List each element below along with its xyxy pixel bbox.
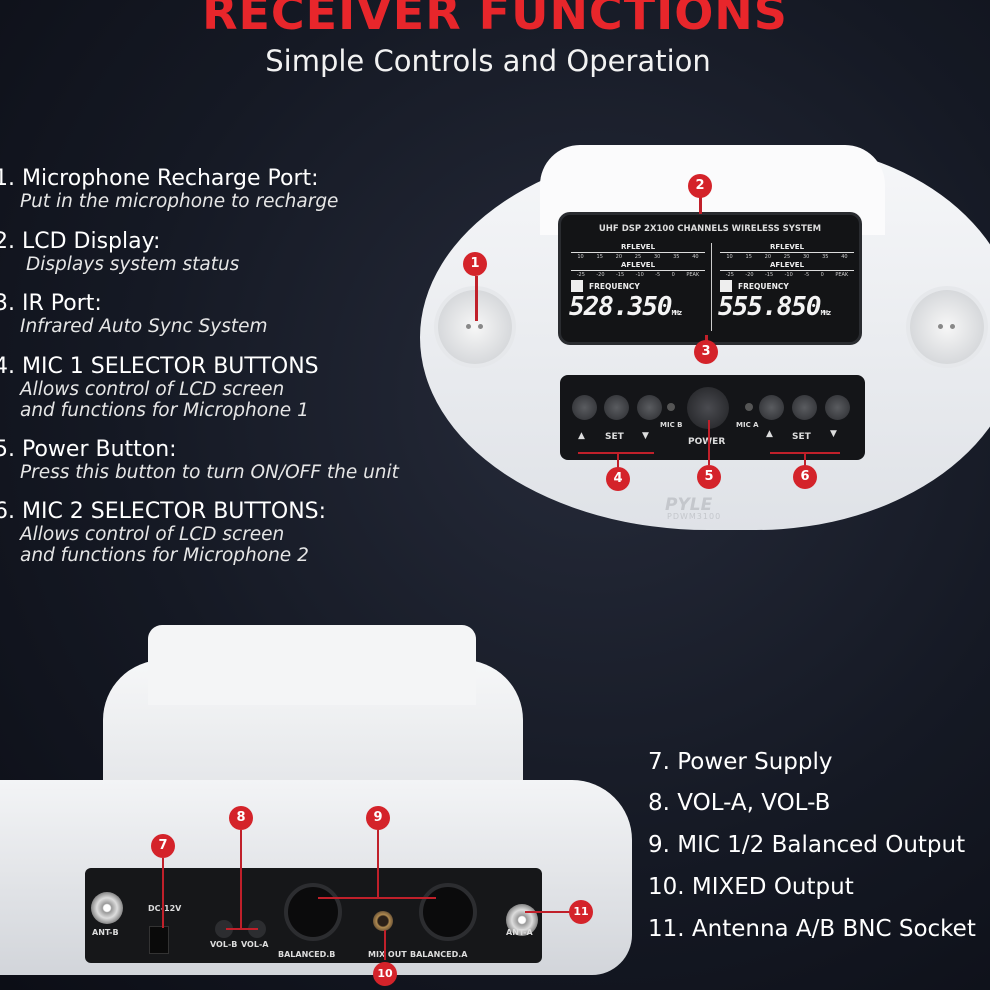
frequency-a: 528.350MHz (569, 292, 682, 322)
feature-item: 1. Microphone Recharge Port:Put in the m… (0, 166, 338, 212)
feature-item: 6. MIC 2 SELECTOR BUTTONS:Allows control… (0, 499, 326, 566)
feature-desc: and functions for Microphone 1 (20, 400, 309, 421)
callout-badge: 3 (694, 340, 718, 364)
mic-a-led (745, 403, 753, 411)
mic-b-led (667, 403, 675, 411)
feature-desc: and functions for Microphone 2 (20, 545, 309, 566)
receiver-rear-top (148, 625, 476, 705)
up-arrow-icon: ▲ (766, 429, 773, 439)
feature-title: 4. MIC 1 SELECTOR BUTTONS (0, 354, 319, 379)
rear-feature: 10. MIXED Output (648, 874, 854, 900)
button-panel: ▲ SET ▼ MIC B POWER MIC A ▲ SET ▼ (560, 375, 865, 460)
lcd-display: UHF DSP 2X100 CHANNELS WIRELESS SYSTEM R… (558, 212, 862, 345)
rf-level-label: RFLEVEL (720, 243, 854, 253)
callout-badge: 9 (366, 806, 390, 830)
rear-panel: ANT-B DC-12V VOL-B VOL-A BALANCED.B MIX … (85, 868, 542, 963)
rear-feature: 11. Antenna A/B BNC Socket (648, 916, 976, 942)
feature-desc: Displays system status (26, 254, 240, 275)
balanced-b-output[interactable] (284, 883, 342, 941)
dc-jack[interactable] (149, 926, 169, 954)
feature-item: 2. LCD Display:Displays system status (0, 229, 239, 275)
up-arrow-icon: ▲ (578, 431, 585, 441)
balanced-a-output[interactable] (419, 883, 477, 941)
callout-badge: 7 (151, 834, 175, 858)
feature-desc: Put in the microphone to recharge (20, 191, 339, 212)
set-label: SET (792, 432, 811, 442)
feature-desc: Infrared Auto Sync System (20, 316, 268, 337)
feature-title: 3. IR Port: (0, 291, 102, 316)
down-arrow-icon: ▼ (830, 429, 837, 439)
feature-desc: Allows control of LCD screen (20, 379, 285, 400)
vol-b-knob[interactable] (215, 920, 233, 938)
rear-feature: 8. VOL-A, VOL-B (648, 790, 831, 816)
mic1-up-button[interactable] (572, 395, 597, 420)
feature-title: 2. LCD Display: (0, 229, 161, 254)
callout-badge: 4 (606, 467, 630, 491)
rf-level-label: RFLEVEL (571, 243, 705, 253)
mic-b-label: MIC B (660, 421, 683, 429)
mix-out-label: MIX OUT (368, 950, 407, 959)
mic2-down-button[interactable] (825, 395, 850, 420)
page-title: RECEIVER FUNCTIONS (202, 0, 788, 40)
vol-a-label: VOL-A (241, 940, 269, 949)
af-level-label: AFLEVEL (571, 261, 705, 271)
frequency-label: FREQUENCY (571, 280, 711, 292)
recharge-port-right (910, 290, 984, 364)
callout-badge: 1 (463, 252, 487, 276)
callout-badge: 8 (229, 806, 253, 830)
callout-badge: 6 (793, 465, 817, 489)
model-label: PDWM3100 (667, 512, 722, 521)
ant-b-socket[interactable] (91, 892, 123, 924)
mic1-down-button[interactable] (637, 395, 662, 420)
feature-item: 5. Power Button:Press this button to tur… (0, 437, 399, 483)
feature-title: 1. Microphone Recharge Port: (0, 166, 319, 191)
mix-out-jack[interactable] (373, 911, 393, 931)
mic-a-label: MIC A (736, 421, 759, 429)
set-label: SET (605, 432, 624, 442)
mic1-set-button[interactable] (604, 395, 629, 420)
callout-badge: 5 (697, 465, 721, 489)
brand-logo: PYLE (665, 495, 713, 515)
lcd-header: UHF DSP 2X100 CHANNELS WIRELESS SYSTEM (598, 224, 822, 234)
ant-a-label: ANT-A (506, 928, 533, 937)
balanced-a-label: BALANCED.A (410, 950, 468, 959)
callout-badge: 10 (373, 962, 397, 986)
callout-badge: 2 (688, 174, 712, 198)
rear-feature: 9. MIC 1/2 Balanced Output (648, 832, 966, 858)
dc-label: DC-12V (148, 904, 182, 913)
feature-desc: Press this button to turn ON/OFF the uni… (20, 462, 399, 483)
down-arrow-icon: ▼ (642, 431, 649, 441)
vol-b-label: VOL-B (210, 940, 238, 949)
feature-desc: Allows control of LCD screen (20, 524, 285, 545)
feature-title: 5. Power Button: (0, 437, 177, 462)
balanced-b-label: BALANCED.B (278, 950, 336, 959)
callout-badge: 11 (569, 900, 593, 924)
power-label: POWER (688, 437, 726, 447)
mic2-set-button[interactable] (792, 395, 817, 420)
rear-feature: 7. Power Supply (648, 749, 833, 775)
frequency-label: FREQUENCY (720, 280, 860, 292)
ant-a-socket[interactable] (506, 904, 538, 936)
frequency-b: 555.850MHz (718, 292, 831, 322)
mic2-up-button[interactable] (759, 395, 784, 420)
feature-title: 6. MIC 2 SELECTOR BUTTONS: (0, 499, 327, 524)
feature-item: 3. IR Port:Infrared Auto Sync System (0, 291, 268, 337)
page-subtitle: Simple Controls and Operation (265, 44, 711, 78)
ant-b-label: ANT-B (92, 928, 119, 937)
af-level-label: AFLEVEL (720, 261, 854, 271)
